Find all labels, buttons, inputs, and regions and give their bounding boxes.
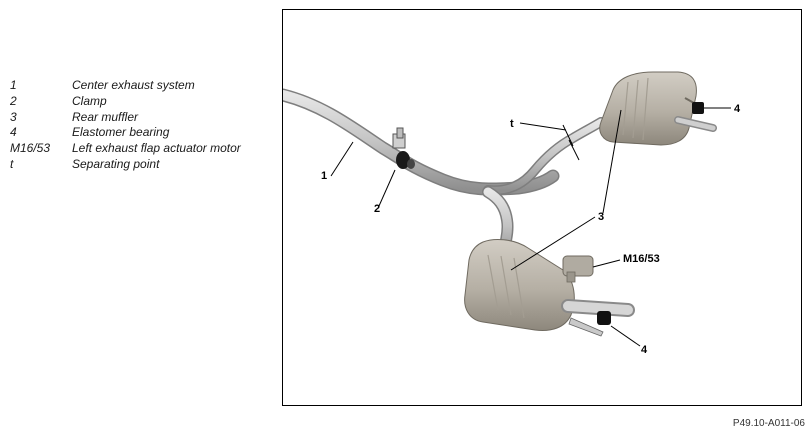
legend-item: 3 Rear muffler [10,110,280,126]
legend-key: t [10,156,14,171]
legend-description: Center exhaust system [72,78,195,92]
callout-4-right: 4 [734,103,741,115]
rear-muffler-left [464,239,635,337]
legend-item: t Separating point [10,157,280,173]
elastomer-bearing-left [597,311,611,325]
exhaust-flap-actuator-motor [562,255,594,283]
callout-3: 3 [598,211,604,223]
legend-description: Elastomer bearing [72,125,170,140]
callout-t: t [510,118,514,130]
exhaust-diagram-frame: 1 2 3 4 4 M16/53 t [282,9,802,406]
exhaust-system-illustration: 1 2 3 4 4 M16/53 t [283,71,741,356]
callout-1: 1 [321,170,327,182]
legend-item: 1 Center exhaust system [10,78,280,94]
legend-description: Separating point [72,156,160,171]
elastomer-bearing-right [692,102,704,114]
legend-item: M16/53 Left exhaust flap actuator motor [10,141,280,157]
legend-key: 2 [10,93,17,108]
legend-item: 4 Elastomer bearing [10,125,280,141]
center-exhaust-pipe [283,88,606,264]
rear-muffler-right [599,71,717,146]
separating-point-marks [562,124,580,161]
callout-4-left: 4 [641,344,648,356]
legend-key: 3 [10,109,17,124]
legend-key: 1 [10,78,17,92]
figure-reference-id: P49.10-A011-06 [732,418,805,429]
legend: 1 Center exhaust system 2 Clamp 3 Rear m… [10,78,280,173]
legend-key: M16/53 [10,141,51,156]
legend-description: Left exhaust flap actuator motor [72,141,241,156]
legend-description: Rear muffler [72,109,139,124]
legend-description: Clamp [72,93,107,108]
legend-item: 2 Clamp [10,94,280,110]
callout-2: 2 [374,203,380,215]
clamp [392,127,415,169]
leader-lines [330,107,731,347]
callout-m16-53: M16/53 [623,253,660,265]
legend-key: 4 [10,125,17,140]
